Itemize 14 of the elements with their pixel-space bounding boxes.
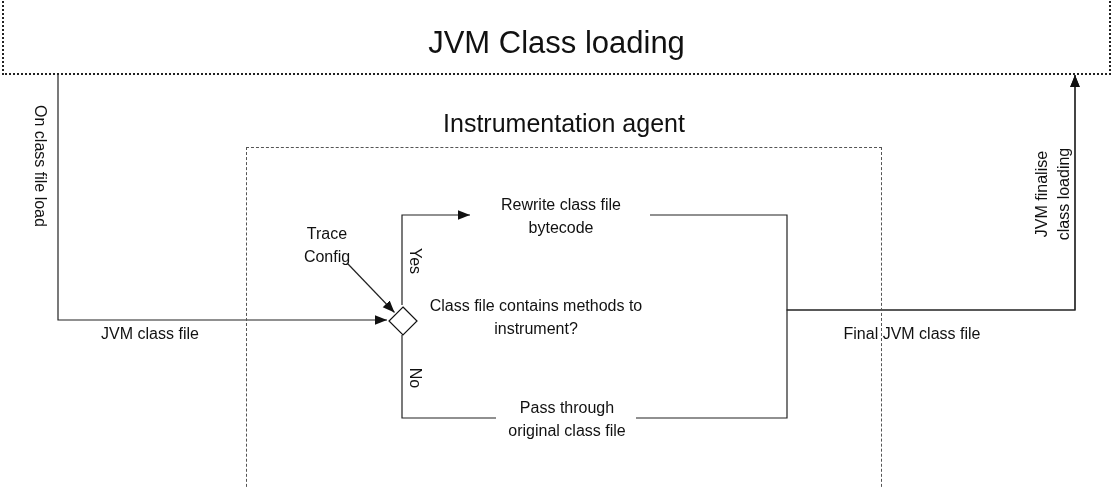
arrow xyxy=(401,210,471,306)
config-text: Trace Config xyxy=(291,222,363,268)
process-frame xyxy=(2,0,1111,75)
arrow xyxy=(347,263,396,314)
side-label: JVM finalise class loading xyxy=(1032,146,1073,243)
flow-label: Final JVM class file xyxy=(842,324,982,344)
step-text: Rewrite class file bytecode xyxy=(471,193,651,239)
decision-text: Class file contains methods to instrument? xyxy=(428,296,644,339)
arrow xyxy=(57,74,388,325)
frame-title: Instrumentation agent xyxy=(442,108,686,138)
step-text: Pass through original class file xyxy=(497,396,637,442)
side-label: On class file load xyxy=(31,104,50,229)
frame-title: JVM Class loading xyxy=(427,24,686,62)
arrow xyxy=(635,74,1080,419)
